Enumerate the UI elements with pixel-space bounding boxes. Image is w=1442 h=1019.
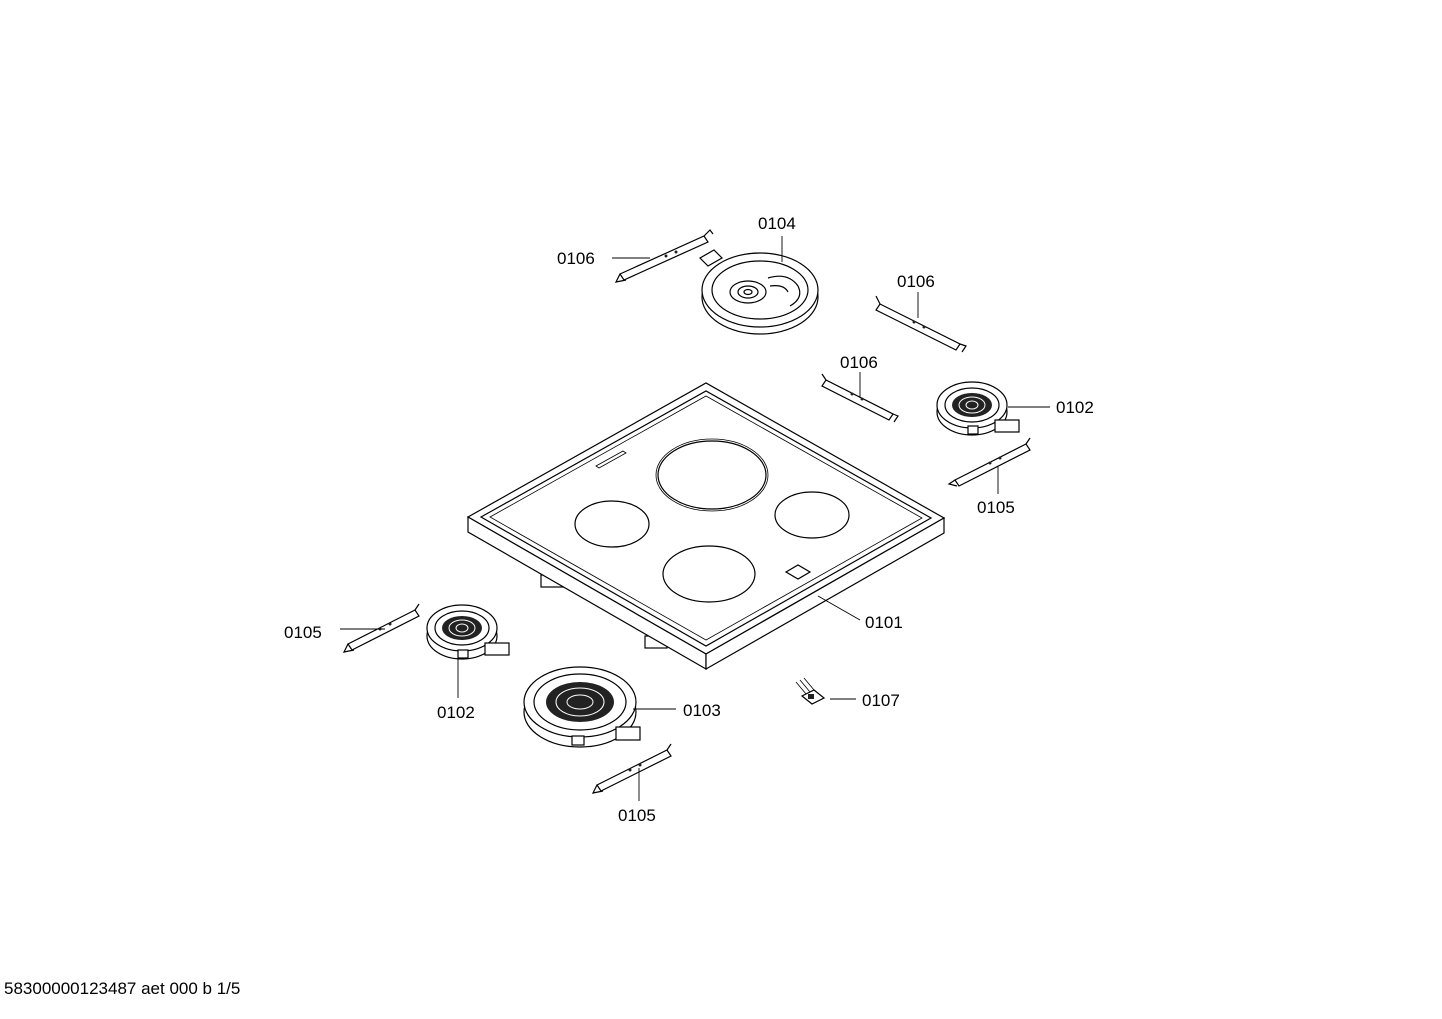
- callout-0106-top-right: 0106: [897, 272, 935, 291]
- callout-0105-bottom: 0105: [618, 806, 656, 825]
- document-id-footer: 58300000123487 aet 000 b 1/5: [4, 979, 241, 998]
- connector-terminal: [795, 677, 826, 705]
- bracket-0105-right: [947, 437, 1031, 487]
- bracket-0105-bottom: [591, 743, 672, 794]
- large-radiant-heater: [523, 666, 641, 748]
- callout-0107: 0107: [862, 691, 900, 710]
- callout-0102-left: 0102: [437, 703, 475, 722]
- callout-0102-right: 0102: [1056, 398, 1094, 417]
- bracket-0106-top-left: [614, 229, 714, 283]
- callout-0106-top-left: 0106: [557, 249, 595, 268]
- bracket-0105-left: [342, 603, 420, 653]
- callout-labels: 0104 0106 0106 0106 0102 0105 0101 0105 …: [284, 214, 1094, 825]
- cooktop-glass-panel: [466, 382, 946, 671]
- callout-0101: 0101: [865, 613, 903, 632]
- radiant-heater-right: [936, 381, 1020, 436]
- bracket-0106-top-right: [875, 295, 967, 353]
- radiant-heater-left: [426, 604, 510, 660]
- callout-0106-middle: 0106: [840, 353, 878, 372]
- leader-lines: [340, 236, 1050, 801]
- callout-0103: 0103: [683, 701, 721, 720]
- oval-heating-element: [699, 249, 819, 335]
- callout-0105-right: 0105: [977, 498, 1015, 517]
- callout-0105-left: 0105: [284, 623, 322, 642]
- bracket-0106-middle: [821, 373, 899, 423]
- callout-0104: 0104: [758, 214, 796, 233]
